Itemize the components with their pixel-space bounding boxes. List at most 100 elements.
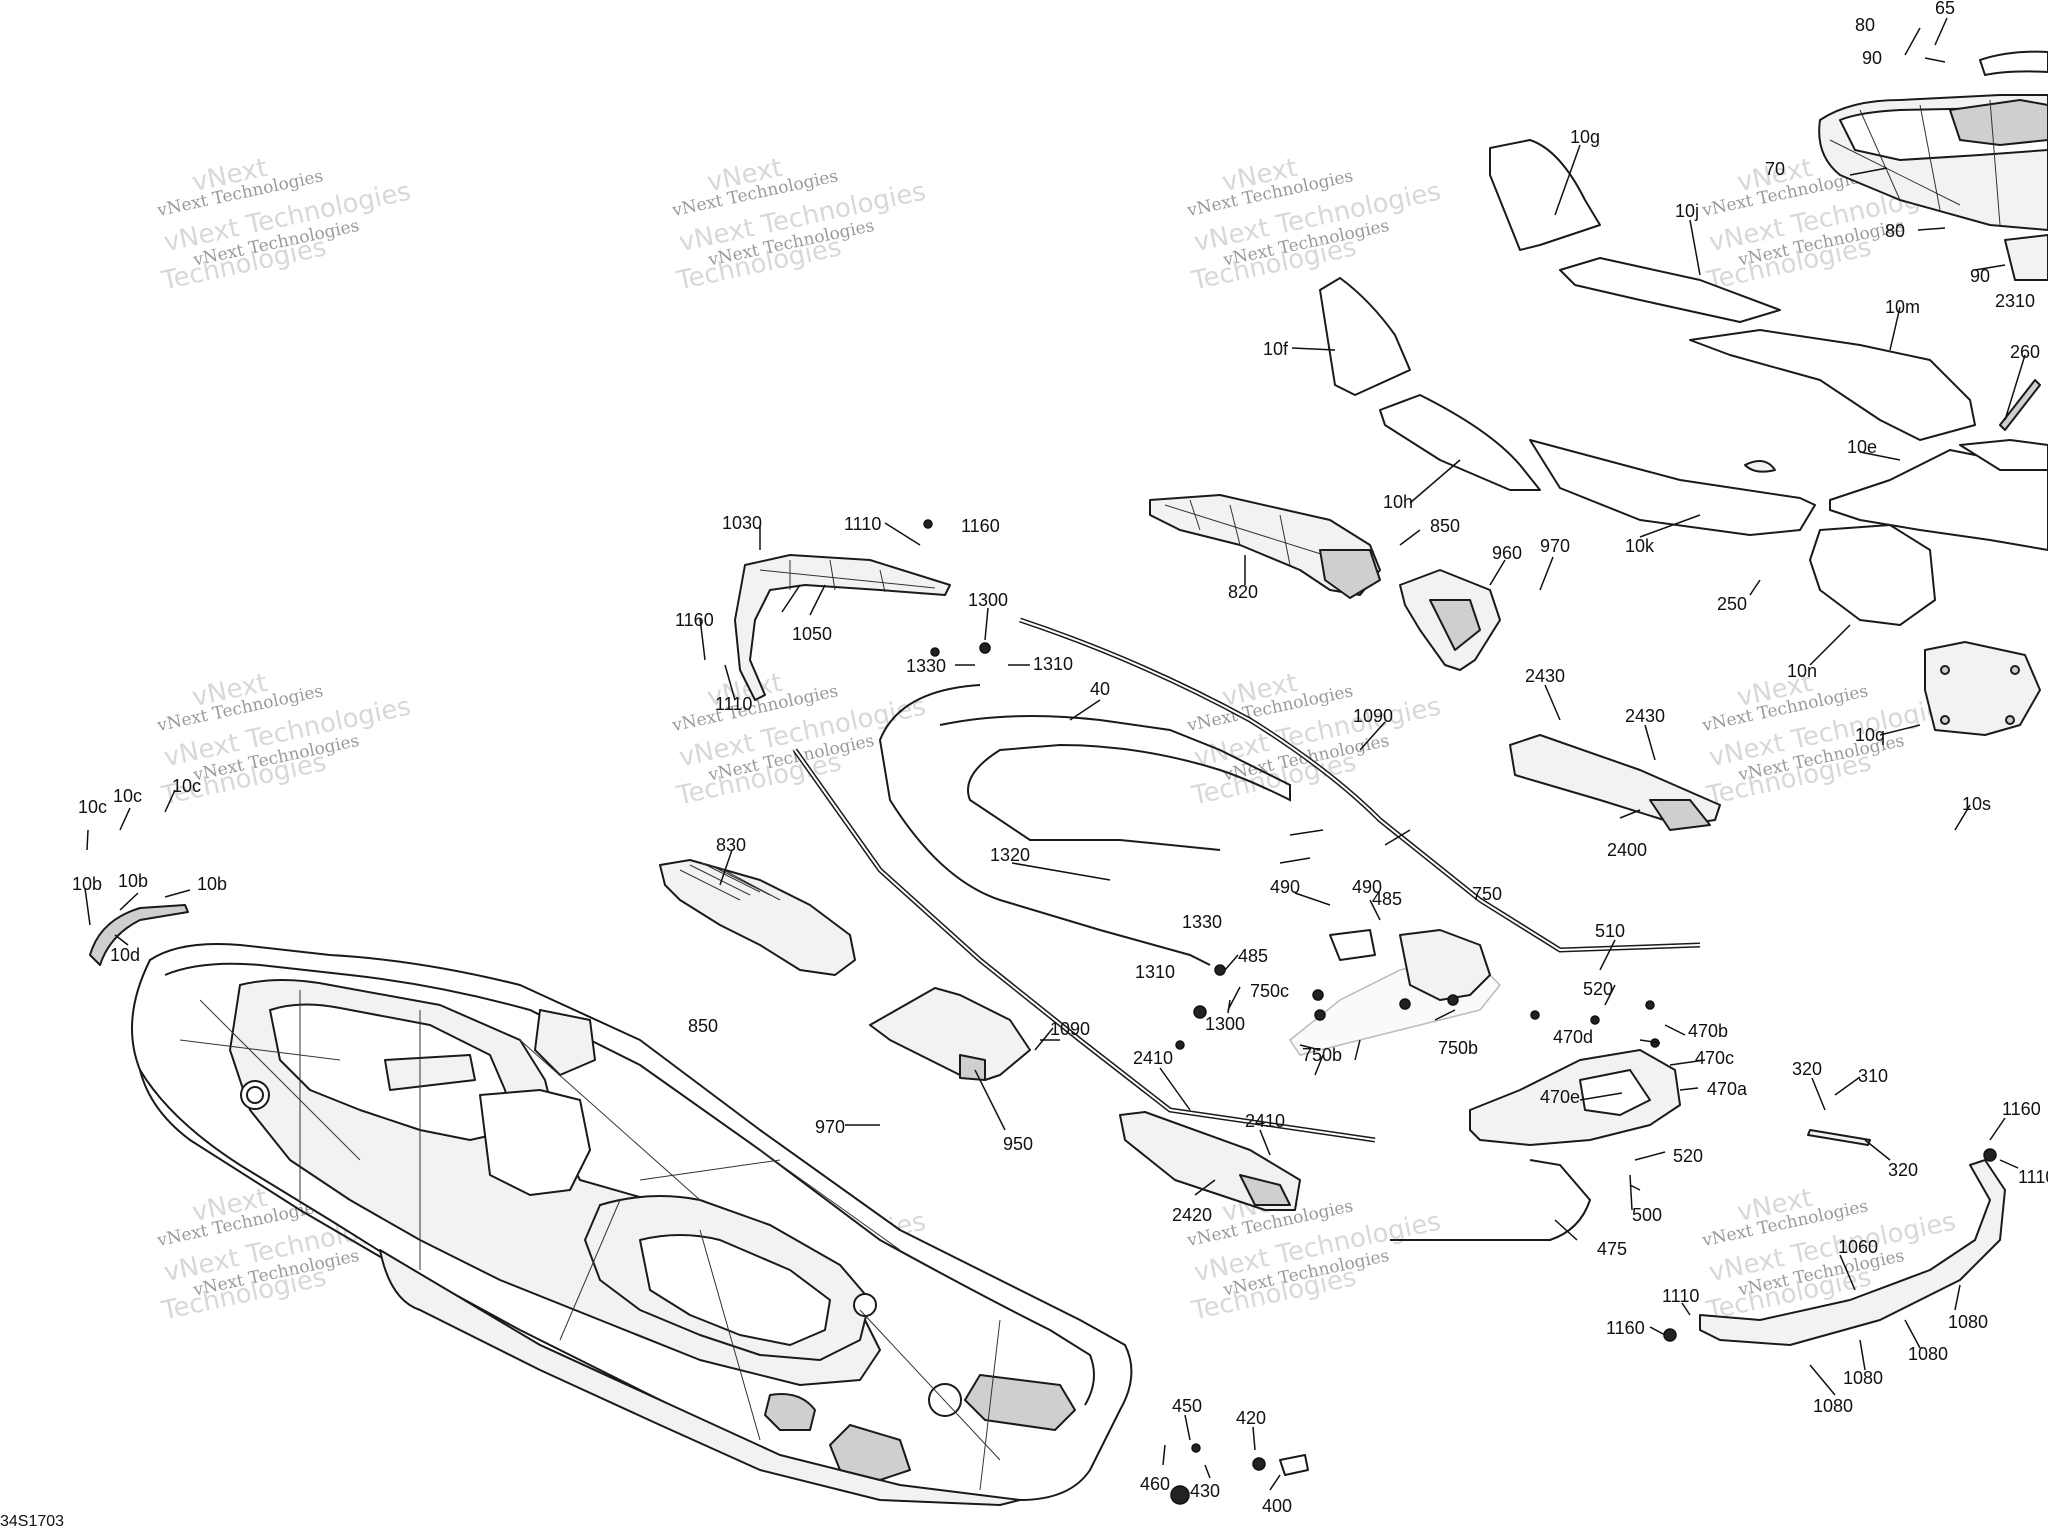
label-1110: 1110	[2018, 1167, 2048, 1187]
label-10g: 10g	[1570, 127, 1600, 147]
pad-10m	[1689, 329, 1976, 441]
pad-10j	[1559, 257, 1781, 323]
label-65: 65	[1935, 0, 1955, 18]
label-475: 475	[1597, 1239, 1627, 1259]
label-10f: 10f	[1263, 339, 1289, 359]
label-10c: 10c	[113, 786, 142, 806]
label-490: 490	[1270, 877, 1300, 897]
label-750c: 750c	[1250, 981, 1289, 1001]
label-10d: 10d	[110, 945, 140, 965]
label-10s: 10s	[1962, 794, 1991, 814]
label-460: 460	[1140, 1474, 1170, 1494]
label-10e: 10e	[1847, 437, 1877, 457]
label-2430: 2430	[1625, 706, 1665, 726]
label-490: 490	[1352, 877, 1382, 897]
label-10c: 10c	[172, 776, 201, 796]
part-labels: 65 80 90 70 80 90 2310 260 10g 10j 10m 1…	[72, 0, 2048, 1516]
part-1060	[1699, 1159, 2006, 1346]
label-1160: 1160	[1606, 1318, 1645, 1338]
label-500: 500	[1632, 1205, 1662, 1225]
label-1310: 1310	[1033, 654, 1073, 674]
label-470c: 470c	[1695, 1048, 1734, 1068]
label-2410: 2410	[1133, 1048, 1173, 1068]
label-260: 260	[2010, 342, 2040, 362]
label-10q: 10q	[1855, 725, 1885, 745]
label-520: 520	[1673, 1146, 1703, 1166]
part-2400	[1509, 734, 1721, 831]
label-960: 960	[1492, 543, 1522, 563]
label-310: 310	[1858, 1066, 1888, 1086]
deck-top-assembly	[1818, 50, 2048, 231]
label-485: 485	[1238, 946, 1268, 966]
label-2420: 2420	[1172, 1205, 1212, 1225]
label-2310: 2310	[1995, 291, 2035, 311]
label-470a: 470a	[1707, 1079, 1748, 1099]
label-1080: 1080	[1843, 1368, 1883, 1388]
label-750b: 750b	[1438, 1038, 1478, 1058]
label-1080: 1080	[1813, 1396, 1853, 1416]
rail-1090	[792, 617, 1701, 1143]
label-80: 80	[1855, 15, 1875, 35]
hull-body	[131, 943, 1133, 1506]
label-750: 750	[1472, 884, 1502, 904]
label-420: 420	[1236, 1408, 1266, 1428]
label-1030: 1030	[722, 513, 762, 533]
pad-10q	[1924, 641, 2041, 736]
label-10b: 10b	[118, 871, 148, 891]
part-750	[1288, 929, 1502, 1056]
label-470b: 470b	[1688, 1021, 1728, 1041]
label-400: 400	[1262, 1496, 1292, 1516]
label-470d: 470d	[1553, 1027, 1593, 1047]
label-1330: 1330	[906, 656, 946, 676]
part-830	[659, 859, 856, 976]
part-820	[1149, 494, 1381, 599]
label-1090: 1090	[1353, 706, 1393, 726]
part-1030	[734, 554, 951, 701]
hardware-bolts	[923, 519, 1997, 1505]
label-40: 40	[1090, 679, 1110, 699]
label-520: 520	[1583, 979, 1613, 999]
label-970: 970	[815, 1117, 845, 1137]
label-820: 820	[1228, 582, 1258, 602]
label-1110: 1110	[844, 514, 881, 534]
label-1160: 1160	[2002, 1099, 2041, 1119]
label-450: 450	[1172, 1396, 1202, 1416]
part-950	[869, 987, 1031, 1081]
label-1330: 1330	[1182, 912, 1222, 932]
pad-10k	[1529, 439, 1816, 536]
label-1300: 1300	[968, 590, 1008, 610]
label-1110: 1110	[1662, 1286, 1699, 1306]
label-1320: 1320	[990, 845, 1030, 865]
part-2420	[1119, 1111, 1301, 1211]
label-830: 830	[716, 835, 746, 855]
part-960	[1399, 569, 1501, 671]
label-1160: 1160	[675, 610, 714, 630]
hose-40-1320	[878, 684, 1291, 966]
label-510: 510	[1595, 921, 1625, 941]
label-10k: 10k	[1625, 536, 1655, 556]
label-1050: 1050	[792, 624, 832, 644]
label-10c: 10c	[78, 797, 107, 817]
label-320: 320	[1792, 1059, 1822, 1079]
sticker-320	[1807, 1129, 1871, 1146]
label-1160: 1160	[961, 516, 1000, 536]
hose-475	[1390, 1159, 1592, 1241]
strip-10d	[89, 904, 189, 966]
label-1060: 1060	[1838, 1237, 1878, 1257]
label-950: 950	[1003, 1134, 1033, 1154]
pad-10n	[1809, 524, 1936, 626]
label-1080: 1080	[1908, 1344, 1948, 1364]
label-80: 80	[1885, 221, 1905, 241]
label-10m: 10m	[1885, 297, 1920, 317]
deck-pads	[1319, 139, 2048, 736]
pad-10f	[1319, 277, 1411, 396]
label-90: 90	[1862, 48, 1882, 68]
label-2410: 2410	[1245, 1111, 1285, 1131]
label-90: 90	[1970, 266, 1990, 286]
